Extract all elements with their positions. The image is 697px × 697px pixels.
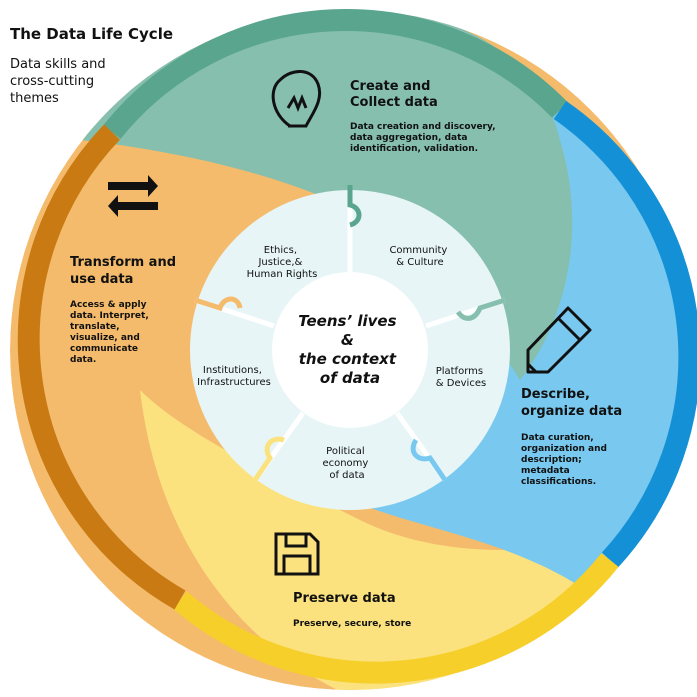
theme-line: Ethics, [264, 245, 297, 256]
stage-title-line: use data [70, 272, 133, 287]
stage-create-title: Create and Collect data [350, 79, 438, 110]
stage-desc-line: data aggregation, data [350, 133, 467, 143]
subtitle-line: Data skills and [10, 57, 106, 72]
puzzle-tab [455, 297, 506, 321]
puzzle-tab [347, 185, 362, 228]
stage-title-line: organize data [521, 404, 622, 419]
theme-line: Platforms [436, 366, 483, 377]
stage-title-line: Describe, [521, 387, 590, 402]
floppy-disk-icon [274, 532, 320, 576]
puzzle-tab [410, 438, 448, 482]
theme-ethics: Ethics, Justice,& Human Rights [247, 245, 318, 280]
theme-line: Justice,& [257, 257, 302, 268]
stage-describe-desc: Data curation, organization and descript… [521, 433, 610, 487]
puzzle-tab [252, 436, 285, 482]
theme-line: Human Rights [247, 269, 318, 280]
subtitle-line: cross-cutting [10, 74, 95, 89]
stage-create-desc: Data creation and discovery, data aggreg… [350, 122, 499, 154]
stage-desc-line: classifications. [521, 477, 596, 487]
stage-desc-line: Data creation and discovery, [350, 122, 496, 132]
stage-preserve-title: Preserve data [293, 591, 396, 606]
theme-line: & Devices [436, 378, 486, 389]
theme-line: & Culture [396, 257, 443, 268]
theme-line: Institutions, [203, 365, 262, 376]
theme-line: Community [389, 245, 447, 256]
stage-desc-line: data. Interpret, [70, 311, 149, 321]
stage-desc-line: organization and [521, 444, 607, 454]
stage-desc-line: Access & apply [70, 300, 147, 310]
core-circle [272, 272, 428, 428]
subtitle-line: themes [10, 91, 59, 106]
page-title: The Data Life Cycle [10, 25, 174, 43]
puzzle-tab [194, 296, 243, 312]
theme-institutions: Institutions, Infrastructures [197, 365, 271, 388]
stage-transform-title: Transform and use data [70, 255, 181, 287]
puzzle-tabs [194, 185, 506, 482]
stage-desc-line: metadata [521, 466, 570, 476]
core-label: Teens’ lives & the context of data [298, 312, 402, 387]
stage-desc-line: Preserve, secure, store [293, 619, 411, 629]
pencil-icon [526, 306, 592, 374]
core-line: of data [320, 369, 380, 387]
ring-accent-transform [17, 124, 186, 610]
core-line: & [341, 331, 354, 349]
theme-community: Community & Culture [389, 245, 450, 268]
ring-accent-preserve [172, 553, 619, 684]
theme-line: of data [329, 470, 364, 481]
theme-line: Political [326, 446, 364, 457]
core-line: Teens’ lives [298, 312, 396, 330]
stage-desc-line: communicate [70, 344, 138, 354]
theme-platforms: Platforms & Devices [436, 366, 487, 389]
stage-desc-line: Data curation, [521, 433, 594, 443]
stage-desc-line: identification, validation. [350, 144, 478, 154]
stage-title-line: Create and [350, 79, 430, 94]
stage-preserve-desc: Preserve, secure, store [293, 619, 411, 629]
core-line: the context [299, 350, 397, 368]
theme-political: Political economy of data [322, 446, 371, 481]
stage-desc-line: visualize, and [70, 333, 140, 343]
stage-desc-line: data. [70, 355, 96, 365]
ring-accent-create [103, 9, 568, 139]
stage-title-line: Collect data [350, 95, 438, 110]
theme-line: economy [322, 458, 368, 469]
stage-transform-desc: Access & apply data. Interpret, translat… [70, 300, 152, 365]
page-subtitle: Data skills and cross-cutting themes [10, 56, 150, 107]
stage-desc-line: translate, [70, 322, 120, 332]
stage-title-line: Preserve data [293, 591, 396, 606]
stage-describe-title: Describe, organize data [521, 387, 622, 419]
swap-arrows-icon [108, 175, 158, 217]
theme-line: Infrastructures [197, 377, 271, 388]
stage-title-line: Transform and [70, 255, 176, 270]
lightbulb-icon [271, 70, 321, 128]
ring-accent-describe [553, 100, 697, 568]
stage-desc-line: description; [521, 455, 582, 465]
